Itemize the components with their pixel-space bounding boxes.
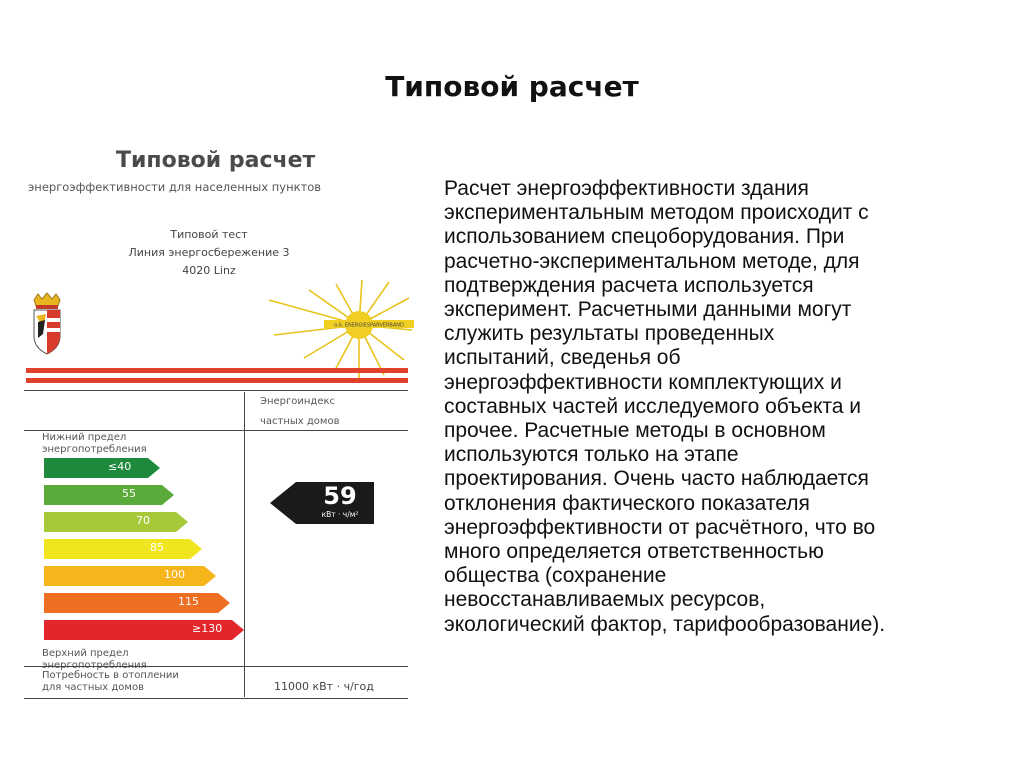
- body-text-line: Расчет энергоэффективности здания: [444, 177, 809, 200]
- energy-index-value: 59: [323, 482, 357, 510]
- body-text-line: испытаний, сведенья об: [444, 346, 681, 370]
- divider: [24, 698, 408, 699]
- heating-need-value: 11000 кВт · ч/год: [274, 680, 374, 693]
- label-test-line: Линия энергосбережение 3: [128, 246, 290, 259]
- lower-limit-caption: Нижний предел энергопотребления: [42, 432, 147, 455]
- red-rule: [26, 368, 408, 373]
- body-text-line: составных частей исследуемого объекта и: [444, 394, 861, 418]
- divider: [244, 392, 245, 697]
- index-header: Энергоиндекс частных домов: [260, 396, 340, 427]
- body-text-line: отклонения фактического показателя: [444, 491, 810, 515]
- label-test-line: Типовой тест: [170, 228, 248, 241]
- band-label: ≤40: [108, 460, 132, 473]
- band-arrow-icon: [44, 458, 160, 478]
- efficiency-band: 115: [44, 593, 230, 613]
- body-text-line: энергоэффективности комплектующих и: [444, 370, 842, 394]
- body-text-line: эксперимент. Расчетными данными могут: [444, 298, 852, 322]
- body-text-line: прочее. Расчетные методы в основном: [444, 419, 826, 443]
- efficiency-band: 70: [44, 512, 188, 532]
- body-text-line: служить результаты проведенных: [444, 322, 775, 346]
- body-text-line: используются только на этапе: [444, 443, 739, 467]
- efficiency-band: 85: [44, 539, 202, 559]
- efficiency-band: ≤40: [44, 458, 160, 478]
- divider: [24, 666, 408, 667]
- index-arrow-icon: [270, 482, 374, 524]
- band-label: ≥130: [192, 622, 223, 635]
- band-arrow-icon: [44, 539, 202, 559]
- band-label: 85: [150, 541, 164, 554]
- energy-index-unit: кВт · ч/м²: [321, 510, 359, 519]
- divider: [24, 430, 408, 431]
- heating-need-label: Потребность в отоплении для частных домо…: [42, 670, 179, 693]
- body-text-line: общества (сохранение: [444, 564, 667, 588]
- body-text-line: энергоэффективности от расчётного, что в…: [444, 515, 876, 539]
- band-arrow-icon: [44, 593, 230, 613]
- band-arrow-icon: [44, 566, 216, 586]
- body-text-line: экологический фактор, тарифообразование)…: [444, 612, 886, 636]
- efficiency-band: 55: [44, 485, 174, 505]
- body-text-line: расчетно-экспериментальном методе, для: [444, 249, 860, 273]
- sun-logo-text: o.ö. ENERGIESPARVERBAND: [334, 323, 404, 329]
- upper-limit-caption: Верхний предел энергопотребления: [42, 648, 147, 671]
- efficiency-band: 100: [44, 566, 216, 586]
- divider: [24, 390, 408, 391]
- slide-title: Типовой расчет: [385, 70, 639, 103]
- band-label: 115: [178, 595, 199, 608]
- band-arrow-icon: [44, 620, 244, 640]
- energy-scale: Энергоиндекс частных домов Нижний предел…: [24, 380, 408, 702]
- body-text-line: невосстанавливаемых ресурсов,: [444, 588, 766, 612]
- body-text-line: подтверждения расчета используется: [444, 273, 814, 297]
- label-title: Типовой расчет: [116, 148, 316, 173]
- body-text-line: использованием спецоборудования. При: [444, 225, 845, 249]
- energy-index-marker: 59 кВт · ч/м²: [270, 482, 374, 524]
- band-arrow-icon: [44, 485, 174, 505]
- body-text-line: много определяется ответственностью: [444, 540, 824, 564]
- sun-logo-icon: o.ö. ENERGIESPARVERBAND: [268, 280, 414, 378]
- body-text-line: проектирования. Очень часто наблюдается: [444, 467, 869, 491]
- red-rule: [26, 378, 408, 383]
- band-label: 100: [164, 568, 185, 581]
- label-test-line: 4020 Linz: [182, 264, 236, 277]
- band-arrow-icon: [44, 512, 188, 532]
- energy-label-image: Типовой расчет энергоэффективности для н…: [24, 140, 414, 705]
- coat-of-arms-icon: [33, 292, 61, 355]
- body-text-line: экспериментальным методом происходит с: [444, 201, 869, 225]
- band-label: 70: [136, 514, 150, 527]
- efficiency-band: ≥130: [44, 620, 244, 640]
- label-subtitle: энергоэффективности для населенных пункт…: [28, 180, 322, 194]
- band-label: 55: [122, 487, 136, 500]
